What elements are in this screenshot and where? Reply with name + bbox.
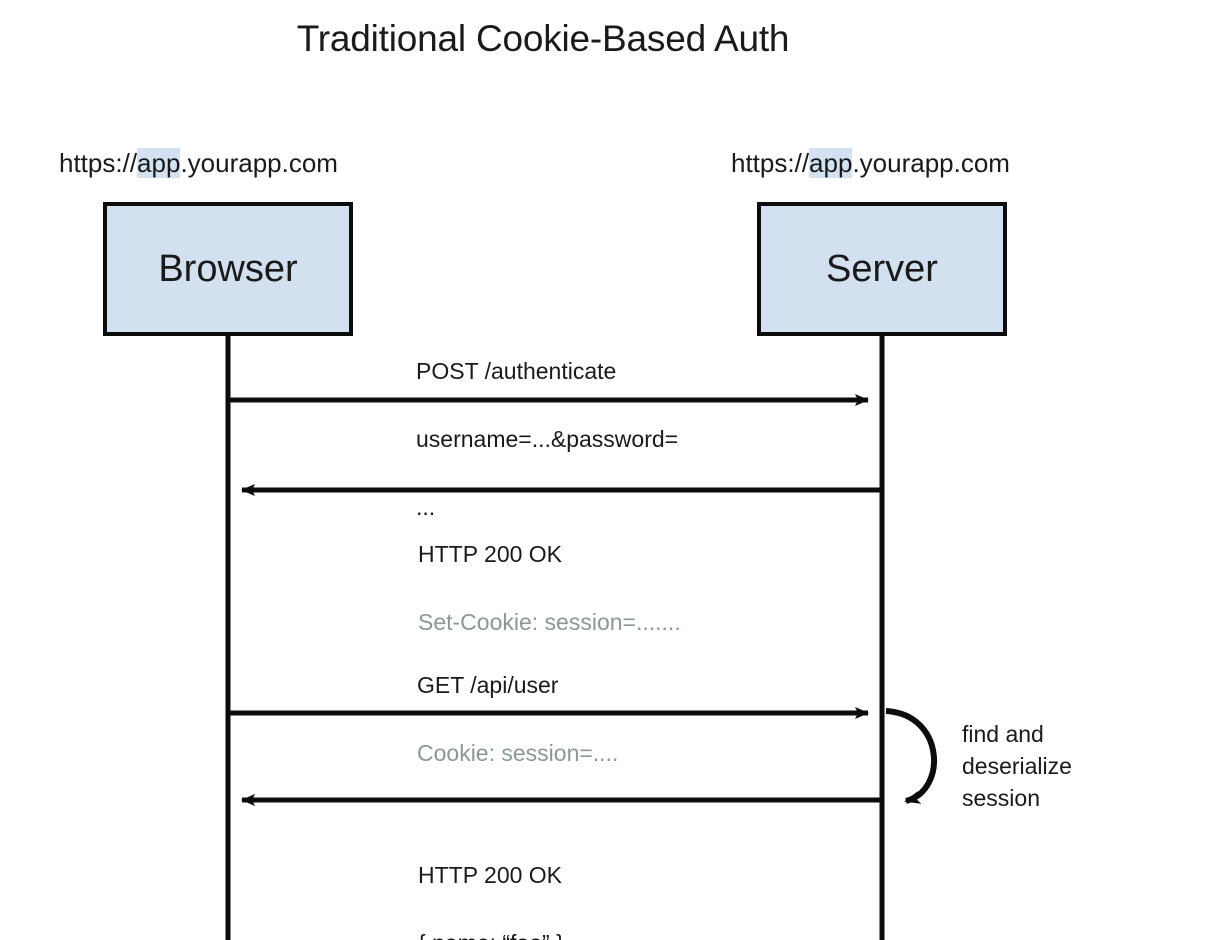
message-line-1: HTTP 200 OK xyxy=(418,541,563,567)
message-line-2: Set-Cookie: session=....... xyxy=(418,609,681,635)
participant-label-server: Server xyxy=(826,247,938,290)
message-label-api-user-request: GET /api/user Cookie: session=.... xyxy=(417,634,757,804)
url-suffix: .yourapp.com xyxy=(180,148,338,178)
message-label-authenticate-request: POST /authenticate username=...&password… xyxy=(416,320,746,558)
url-highlight: app xyxy=(137,148,181,178)
url-highlight: app xyxy=(809,148,853,178)
url-label-browser: https://app.yourapp.com xyxy=(59,148,338,179)
url-prefix: https:// xyxy=(59,148,138,178)
participant-box-server: Server xyxy=(757,202,1007,336)
self-message-note-find-deserialize-session: find and deserialize session xyxy=(962,721,1072,811)
url-label-server: https://app.yourapp.com xyxy=(731,148,1010,179)
message-line-2: { name: “foo” } xyxy=(418,926,758,940)
message-line-1: HTTP 200 OK xyxy=(418,862,563,888)
message-line-1: POST /authenticate xyxy=(416,358,617,384)
page-title: Traditional Cookie-Based Auth xyxy=(296,18,790,59)
message-line-2: username=...&password= xyxy=(416,426,679,452)
message-label-authenticate-response: HTTP 200 OK Set-Cookie: session=....... xyxy=(418,503,778,673)
url-suffix: .yourapp.com xyxy=(852,148,1010,178)
message-line-3: ... xyxy=(416,494,436,520)
participant-label-browser: Browser xyxy=(158,247,298,290)
self-message-arc-find-deserialize-session xyxy=(885,708,938,804)
url-prefix: https:// xyxy=(731,148,810,178)
message-label-api-user-response: HTTP 200 OK { name: “foo” } xyxy=(418,824,758,940)
message-line-2: Cookie: session=.... xyxy=(417,740,619,766)
participant-box-browser: Browser xyxy=(103,202,353,336)
message-line-1: GET /api/user xyxy=(417,672,559,698)
